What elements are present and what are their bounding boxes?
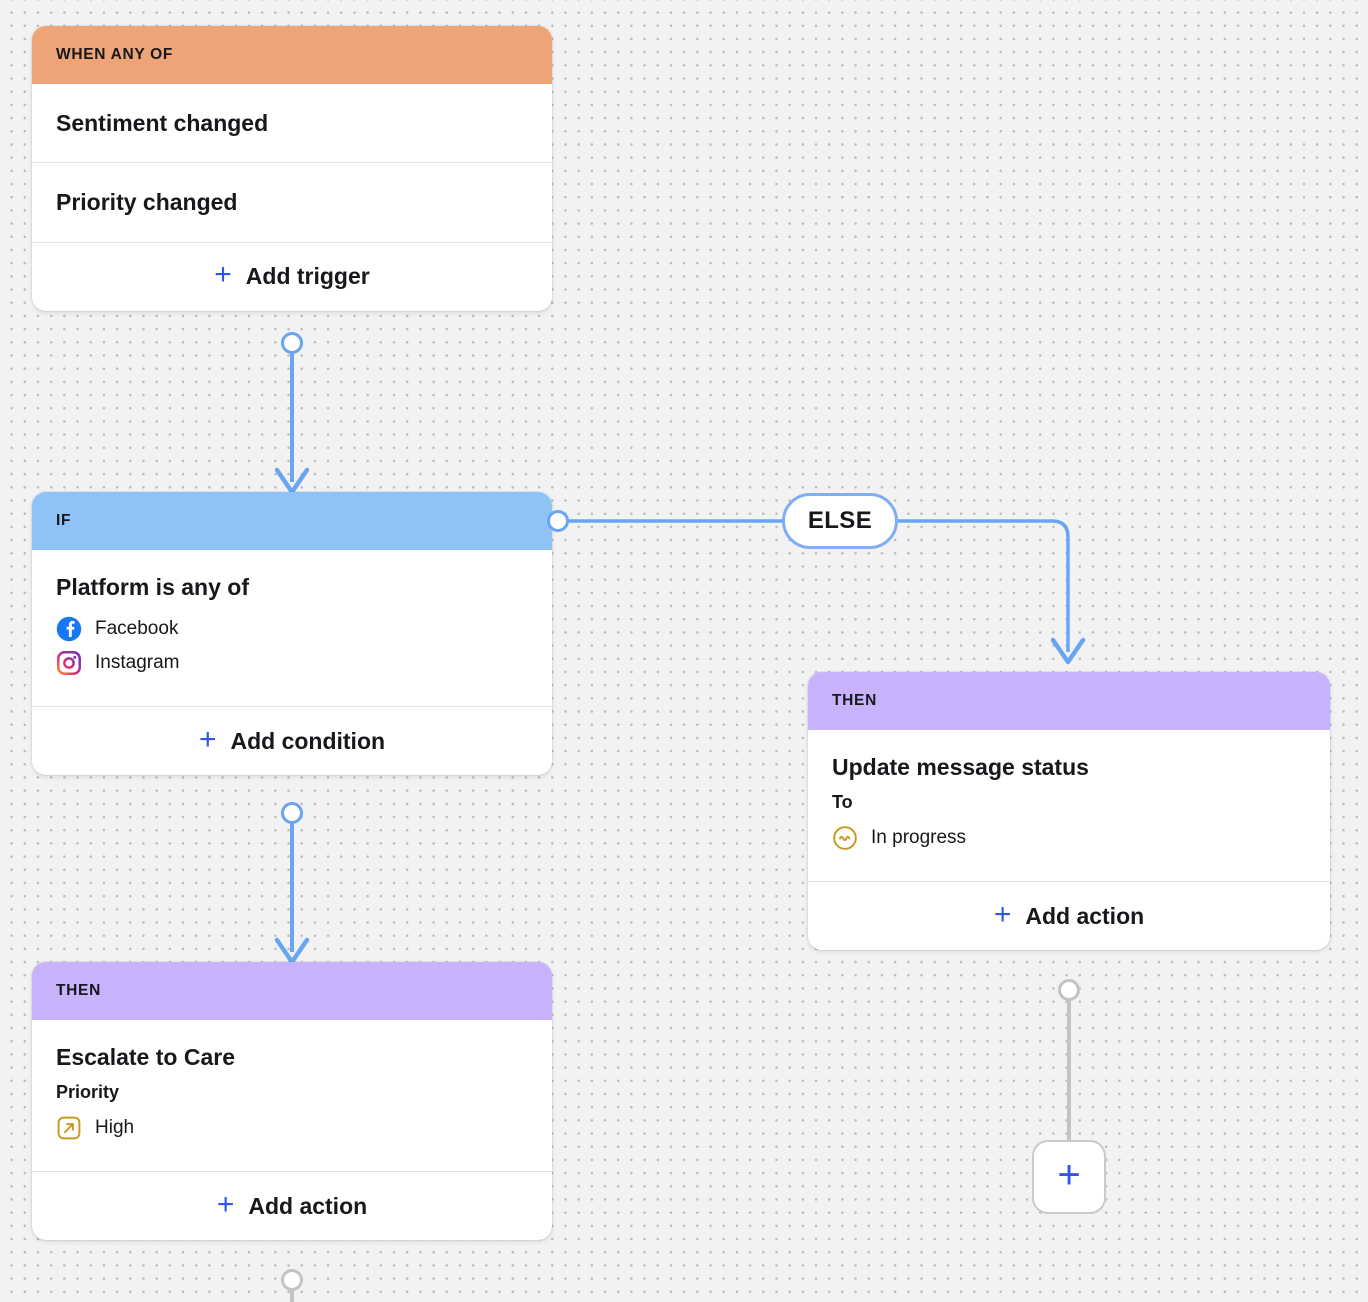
action-field-label: Priority bbox=[56, 1082, 120, 1103]
action-card-header: THEN bbox=[808, 672, 1330, 730]
else-branch-label: ELSE bbox=[807, 507, 873, 534]
add-action-button[interactable]: + Add action bbox=[808, 882, 1330, 950]
add-node-button[interactable]: + bbox=[1032, 1140, 1106, 1214]
trigger-item[interactable]: Priority changed bbox=[32, 163, 552, 243]
condition-output-port[interactable] bbox=[281, 802, 303, 824]
action-update-status-output-port[interactable] bbox=[1058, 979, 1080, 1001]
trigger-card-header: WHEN ANY OF bbox=[32, 26, 552, 84]
action-escalate-card[interactable]: THEN Escalate to Care Priority High + Ad… bbox=[32, 962, 552, 1241]
add-action-label: Add action bbox=[1025, 902, 1145, 929]
add-condition-button[interactable]: + Add condition bbox=[32, 707, 552, 775]
plus-icon: + bbox=[214, 258, 232, 292]
condition-card-header: IF bbox=[32, 492, 552, 550]
action-update-status-card[interactable]: THEN Update message status To In progres… bbox=[808, 672, 1330, 951]
action-body[interactable]: Escalate to Care Priority High bbox=[32, 1020, 552, 1173]
plus-icon: + bbox=[216, 1187, 235, 1221]
trigger-output-port[interactable] bbox=[281, 332, 303, 354]
action-card-header: THEN bbox=[32, 962, 552, 1020]
add-condition-label: Add condition bbox=[230, 727, 386, 754]
add-action-label: Add action bbox=[248, 1192, 368, 1219]
action-title: Update message status bbox=[832, 754, 1089, 780]
facebook-icon bbox=[56, 617, 82, 642]
action-title: Escalate to Care bbox=[56, 1044, 235, 1070]
condition-card[interactable]: IF Platform is any of Facebook bbox=[32, 492, 552, 776]
plus-icon: + bbox=[993, 897, 1012, 931]
plus-icon: + bbox=[1057, 1153, 1081, 1197]
priority-high-icon bbox=[57, 1117, 81, 1140]
trigger-item[interactable]: Sentiment changed bbox=[32, 84, 552, 164]
plus-icon: + bbox=[198, 722, 217, 756]
action-body[interactable]: Update message status To In progress bbox=[808, 730, 1330, 883]
action-value-label: In progress bbox=[871, 827, 967, 849]
add-action-button[interactable]: + Add action bbox=[32, 1172, 552, 1240]
instagram-icon bbox=[57, 651, 81, 676]
action-escalate-output-port[interactable] bbox=[281, 1269, 303, 1291]
add-trigger-label: Add trigger bbox=[245, 263, 370, 290]
condition-value-row: Instagram bbox=[56, 646, 528, 680]
condition-else-port[interactable] bbox=[547, 510, 569, 532]
add-trigger-button[interactable]: + Add trigger bbox=[32, 243, 552, 311]
trigger-card[interactable]: WHEN ANY OF Sentiment changed Priority c… bbox=[32, 26, 552, 311]
condition-title: Platform is any of bbox=[56, 574, 249, 600]
condition-value-row: Facebook bbox=[56, 612, 528, 646]
action-field-label: To bbox=[832, 792, 853, 813]
condition-body[interactable]: Platform is any of Facebook bbox=[32, 550, 552, 708]
action-value-row: High bbox=[56, 1111, 528, 1145]
action-value-label: High bbox=[95, 1117, 135, 1139]
action-value-row: In progress bbox=[832, 821, 1306, 855]
in-progress-icon bbox=[833, 826, 857, 851]
condition-value-label: Facebook bbox=[95, 618, 179, 640]
else-branch-node[interactable]: ELSE bbox=[782, 493, 898, 549]
condition-value-label: Instagram bbox=[95, 652, 180, 674]
